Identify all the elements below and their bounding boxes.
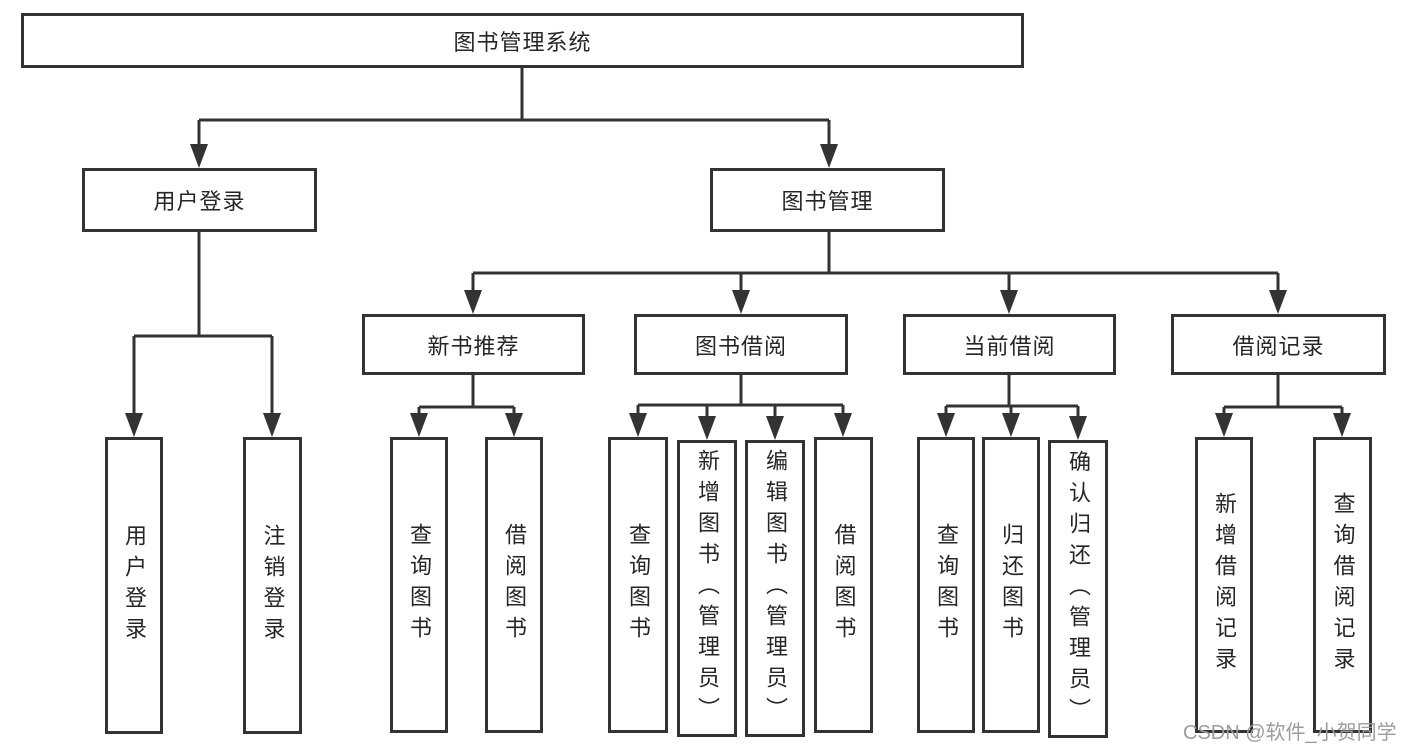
node-label: 编辑图书（管理员） <box>763 449 788 728</box>
node-label: 用户登录 <box>122 523 147 648</box>
connector-current-borrow-fork <box>937 375 1087 440</box>
leaf-add-borrow-record: 新增借阅记录 <box>1195 437 1253 733</box>
node-label: 查询图书 <box>934 523 959 647</box>
node-label: 图书借阅 <box>694 333 787 359</box>
connector-user-login-fork <box>125 232 281 437</box>
connector-book-management-fork <box>464 232 1287 314</box>
arrow-down-icon <box>263 413 281 437</box>
node-borrow-records: 借阅记录 <box>1171 314 1386 375</box>
leaf-query-borrow-record: 查询借阅记录 <box>1313 437 1372 733</box>
arrow-down-icon <box>505 413 523 437</box>
leaf-recommend-query-books: 查询图书 <box>390 437 448 733</box>
leaf-edit-books-admin: 编辑图书（管理员） <box>745 440 805 737</box>
arrow-down-icon <box>1000 290 1018 314</box>
node-label: 用户登录 <box>153 189 246 214</box>
node-label: 查询借阅记录 <box>1330 492 1356 678</box>
node-label: 新增图书（管理员） <box>695 449 720 728</box>
node-label: 查询图书 <box>626 523 651 647</box>
node-root: 图书管理系统 <box>21 13 1024 68</box>
node-label: 图书管理 <box>781 189 874 214</box>
arrow-down-icon <box>125 413 143 437</box>
leaf-borrow-borrow-books: 借阅图书 <box>814 437 873 733</box>
node-label: 图书管理系统 <box>453 29 592 55</box>
node-book-borrow: 图书借阅 <box>634 314 848 375</box>
node-label: 借阅图书 <box>831 523 857 647</box>
arrow-down-icon <box>732 290 750 314</box>
arrow-down-icon <box>1002 413 1020 437</box>
leaf-recommend-borrow-books: 借阅图书 <box>485 437 543 733</box>
connector-borrow-records-fork <box>1215 375 1351 437</box>
arrow-down-icon <box>629 413 647 437</box>
node-current-borrow: 当前借阅 <box>903 314 1116 375</box>
arrow-down-icon <box>410 413 428 437</box>
arrow-down-icon <box>820 144 838 168</box>
node-new-book-recommend: 新书推荐 <box>362 314 585 375</box>
arrow-down-icon <box>1333 413 1351 437</box>
arrow-down-icon <box>1069 416 1087 440</box>
arrow-down-icon <box>1215 413 1233 437</box>
leaf-user-login: 用户登录 <box>105 437 163 734</box>
watermark: CSDN @软件_小贺同学 <box>1183 722 1397 744</box>
node-label: 归还图书 <box>999 523 1024 647</box>
node-book-management: 图书管理 <box>710 168 945 232</box>
connector-root-fork <box>190 68 838 168</box>
connector-new-book-fork <box>410 375 523 437</box>
arrow-down-icon <box>190 144 208 168</box>
arrow-down-icon <box>698 416 716 440</box>
node-user-login: 用户登录 <box>82 168 317 232</box>
node-label: 查询图书 <box>407 523 432 647</box>
arrow-down-icon <box>834 413 852 437</box>
leaf-confirm-return-admin: 确认归还（管理员） <box>1048 440 1108 738</box>
arrow-down-icon <box>937 413 955 437</box>
arrow-down-icon <box>1269 290 1287 314</box>
arrow-down-icon <box>766 416 784 440</box>
node-label: 借阅图书 <box>502 523 527 647</box>
node-label: 确认归还（管理员） <box>1066 449 1091 729</box>
arrow-down-icon <box>464 290 482 314</box>
leaf-logout: 注销登录 <box>243 437 302 734</box>
node-label: 借阅记录 <box>1232 333 1325 359</box>
leaf-borrow-query-books: 查询图书 <box>608 437 668 733</box>
leaf-add-books-admin: 新增图书（管理员） <box>677 440 737 737</box>
node-label: 新书推荐 <box>427 333 520 359</box>
leaf-return-books: 归还图书 <box>982 437 1040 733</box>
node-label: 注销登录 <box>260 523 286 648</box>
node-label: 新增借阅记录 <box>1212 492 1237 678</box>
connector-book-borrow-fork <box>629 375 852 440</box>
leaf-current-query-books: 查询图书 <box>917 437 975 733</box>
node-label: 当前借阅 <box>963 333 1056 359</box>
